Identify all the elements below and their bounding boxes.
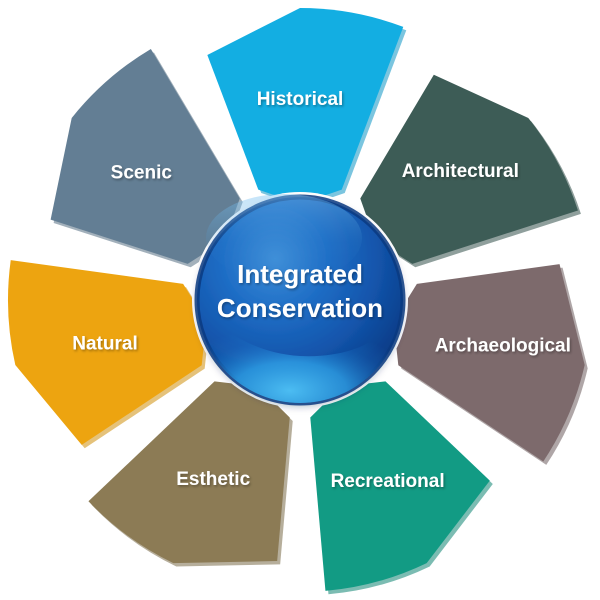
center-orb-top-gloss xyxy=(206,194,362,282)
segment-natural[interactable] xyxy=(7,260,207,445)
segment-labels: HistoricalArchitecturalArchaeologicalRec… xyxy=(72,89,571,492)
segment-label-architectural: Architectural xyxy=(402,161,519,182)
center-orb: Integrated Conservation xyxy=(192,192,408,408)
segment-historical[interactable] xyxy=(207,8,404,204)
segment-scenic[interactable] xyxy=(50,48,240,264)
segment-label-natural: Natural xyxy=(72,334,137,355)
center-label-line2: Conservation xyxy=(217,293,383,323)
segment-recreational[interactable] xyxy=(310,381,490,591)
segment-ring xyxy=(7,8,588,595)
segment-archaeological[interactable] xyxy=(393,264,585,462)
segment-label-archaeological: Archaeological xyxy=(435,335,571,356)
segment-esthetic[interactable] xyxy=(88,381,290,564)
segment-architectural[interactable] xyxy=(360,74,578,264)
segment-label-esthetic: Esthetic xyxy=(176,469,250,490)
center-orb-bottom-gloss xyxy=(197,300,403,403)
segment-label-scenic: Scenic xyxy=(111,162,173,183)
center-label-line1: Integrated xyxy=(237,259,363,289)
segment-label-historical: Historical xyxy=(257,89,344,110)
segment-label-recreational: Recreational xyxy=(331,471,445,492)
